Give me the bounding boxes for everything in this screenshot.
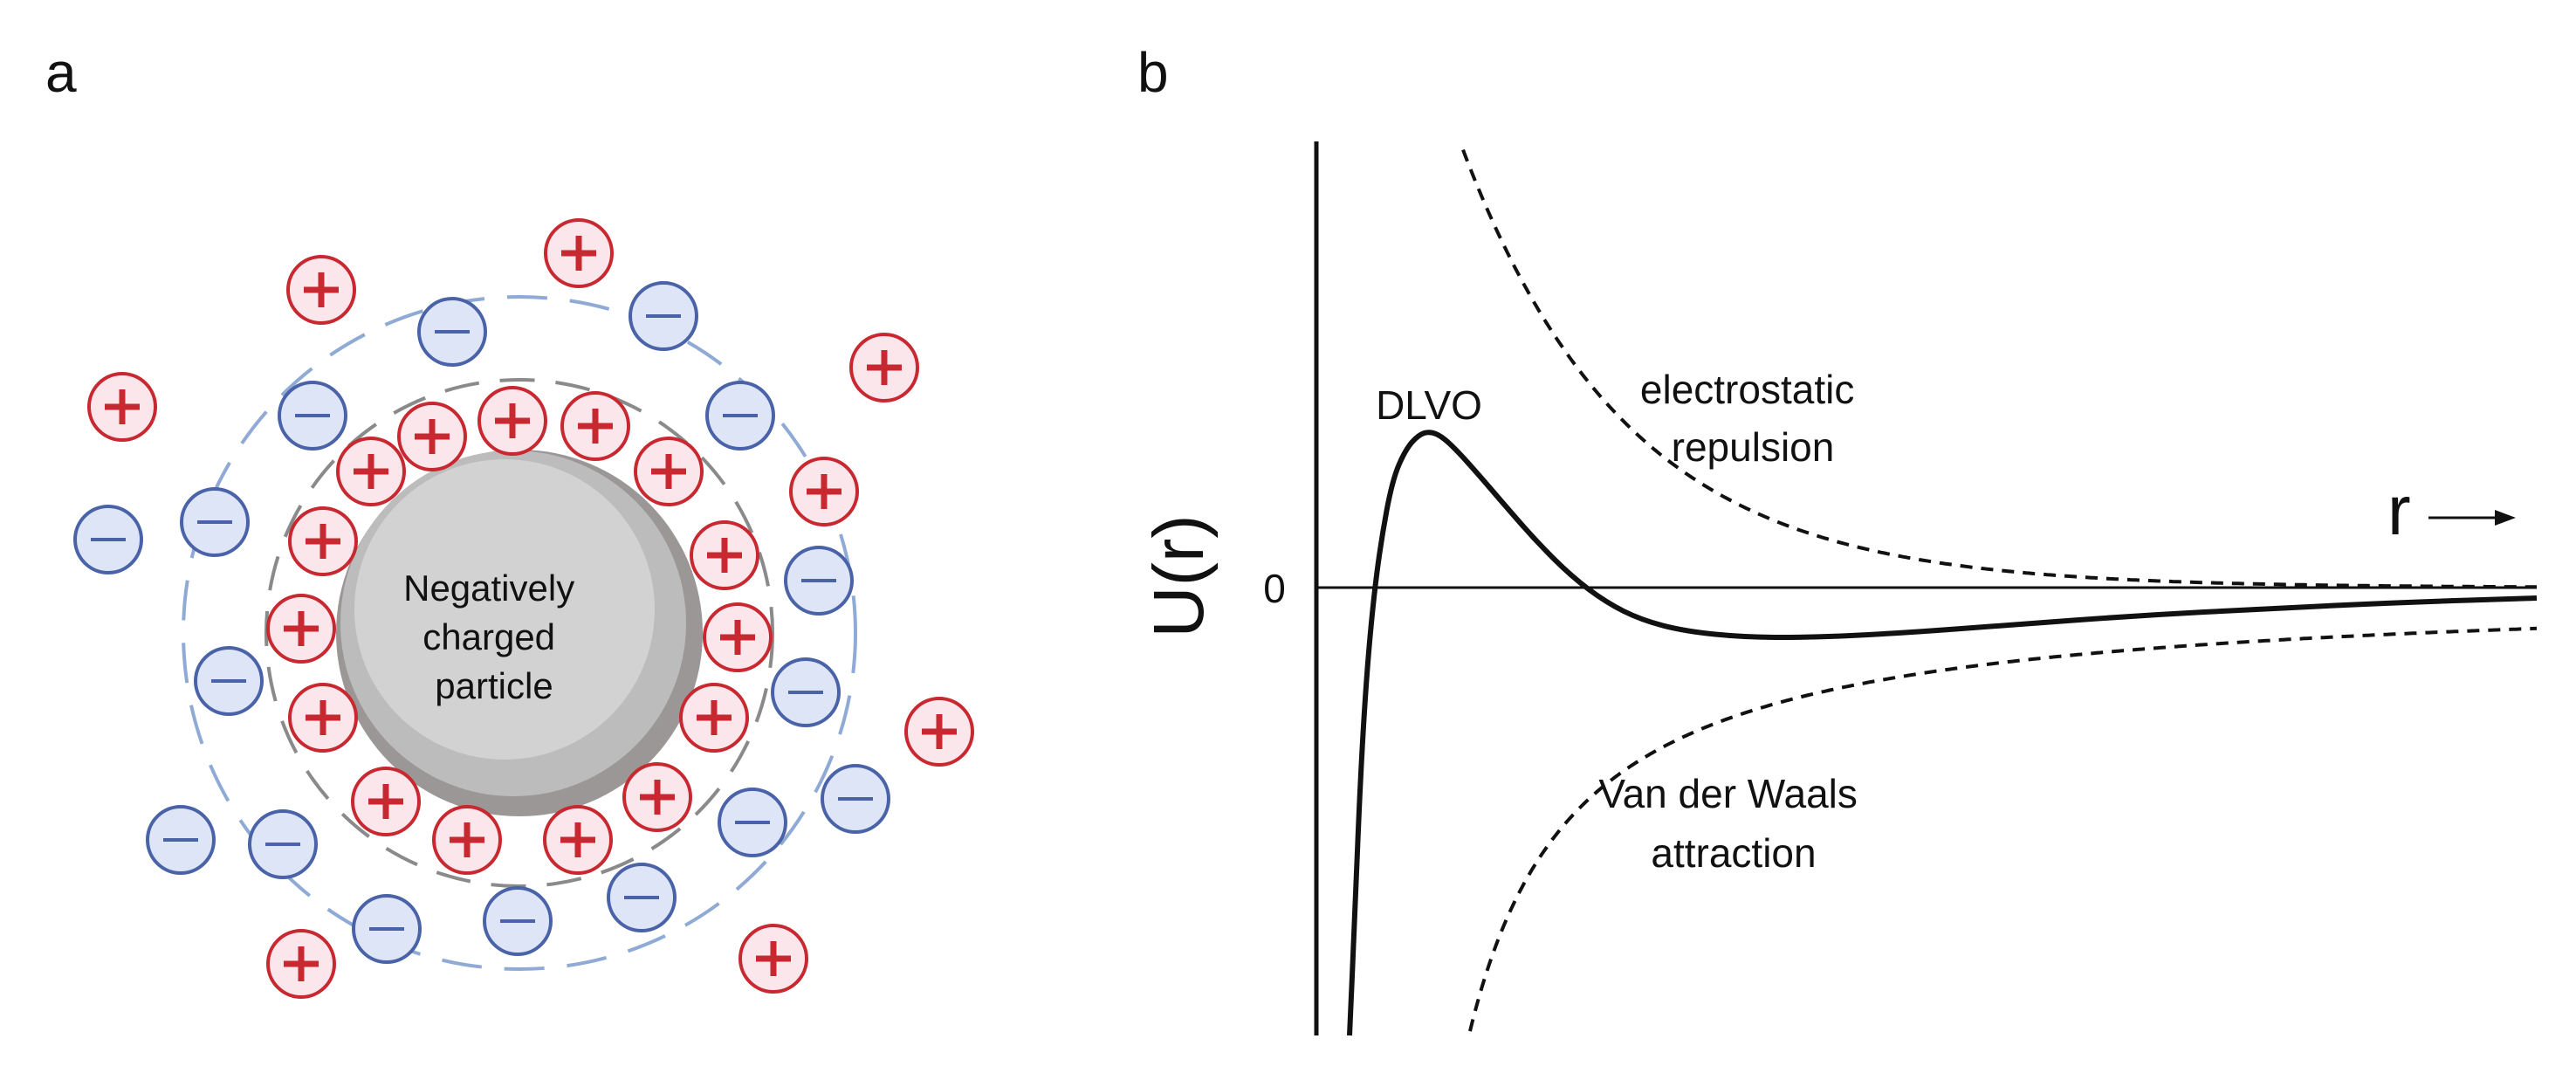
x-axis-arrow-head <box>2495 510 2516 526</box>
positive-ion: + <box>622 762 692 832</box>
negative-ion: − <box>483 886 553 956</box>
positive-ion: + <box>679 683 749 753</box>
negative-ion: − <box>784 546 854 616</box>
positive-ion: + <box>849 333 919 402</box>
positive-ion: + <box>288 683 358 753</box>
stern-layer-boundary <box>264 378 774 888</box>
positive-ion: + <box>789 457 859 526</box>
positive-ion: + <box>286 255 356 325</box>
panel-b-label: b <box>1137 41 1169 104</box>
positive-ion: + <box>432 805 502 875</box>
negative-ion: − <box>607 863 677 932</box>
particle-label-line-3: particle <box>435 665 553 706</box>
particle-label: Negatively charged particle <box>403 568 585 706</box>
negative-ion: − <box>248 809 318 879</box>
positive-ion: + <box>543 805 613 875</box>
positive-ion: + <box>634 437 704 506</box>
attraction-label: Van der Waals attraction <box>1598 771 1868 876</box>
attraction-label-line-1: Van der Waals <box>1598 771 1858 816</box>
positive-ion: + <box>738 924 808 994</box>
positive-ion: + <box>544 218 614 288</box>
positive-ion: + <box>904 697 974 767</box>
positive-ion: + <box>351 767 421 836</box>
panel-a: a Negatively charged particle ++++++++++… <box>45 41 974 999</box>
positive-ion: + <box>690 520 759 590</box>
repulsion-label-line-2: repulsion <box>1672 424 1835 470</box>
negative-ion: − <box>821 764 890 834</box>
negative-ion: − <box>718 788 787 857</box>
negative-ion: − <box>194 646 264 716</box>
positive-ion: + <box>266 594 336 664</box>
positive-ion: + <box>477 386 547 456</box>
dlvo-curve-label: DLVO <box>1376 382 1482 428</box>
negative-ion: − <box>629 281 698 351</box>
panel-b: b 0 U(r) r DLVO electrostatic repulsion … <box>1137 41 2538 1036</box>
y-axis-label: U(r) <box>1139 514 1219 637</box>
negative-ion: − <box>146 805 216 875</box>
negative-ion: − <box>417 297 487 367</box>
zero-tick-label: 0 <box>1263 566 1286 611</box>
particle-label-line-1: Negatively <box>403 568 574 609</box>
positive-ion: + <box>703 602 773 672</box>
diffuse-layer-boundary <box>182 295 857 971</box>
particle-label-line-2: charged <box>422 616 555 657</box>
negative-ion: − <box>705 381 775 451</box>
negative-ion: − <box>771 657 841 727</box>
x-axis-label: r <box>2387 471 2411 549</box>
positive-ion: + <box>397 402 467 471</box>
repulsion-label-line-1: electrostatic <box>1640 367 1854 412</box>
positive-ion: + <box>560 391 630 461</box>
positive-ion: + <box>87 372 157 442</box>
negative-ion: − <box>352 894 422 964</box>
particle-highlight <box>354 459 655 760</box>
negative-ion: − <box>180 487 250 557</box>
positive-ion: + <box>288 506 358 576</box>
panel-a-label: a <box>45 41 77 104</box>
negative-ion: − <box>73 505 143 574</box>
positive-ion: + <box>266 929 336 999</box>
positive-ion: + <box>336 437 406 506</box>
ion-cloud: +++++++++++++++++++++++−−−−−−−−−−−−−−−− <box>73 218 974 999</box>
dlvo-total-curve <box>1347 430 2538 1036</box>
negative-ion: − <box>278 381 347 451</box>
repulsion-label: electrostatic repulsion <box>1640 367 1865 470</box>
negatively-charged-particle: Negatively charged particle <box>336 450 703 816</box>
van-der-waals-attraction-curve <box>1468 626 2538 1032</box>
attraction-label-line-2: attraction <box>1651 830 1816 876</box>
electrostatic-repulsion-curve <box>1461 148 2537 589</box>
